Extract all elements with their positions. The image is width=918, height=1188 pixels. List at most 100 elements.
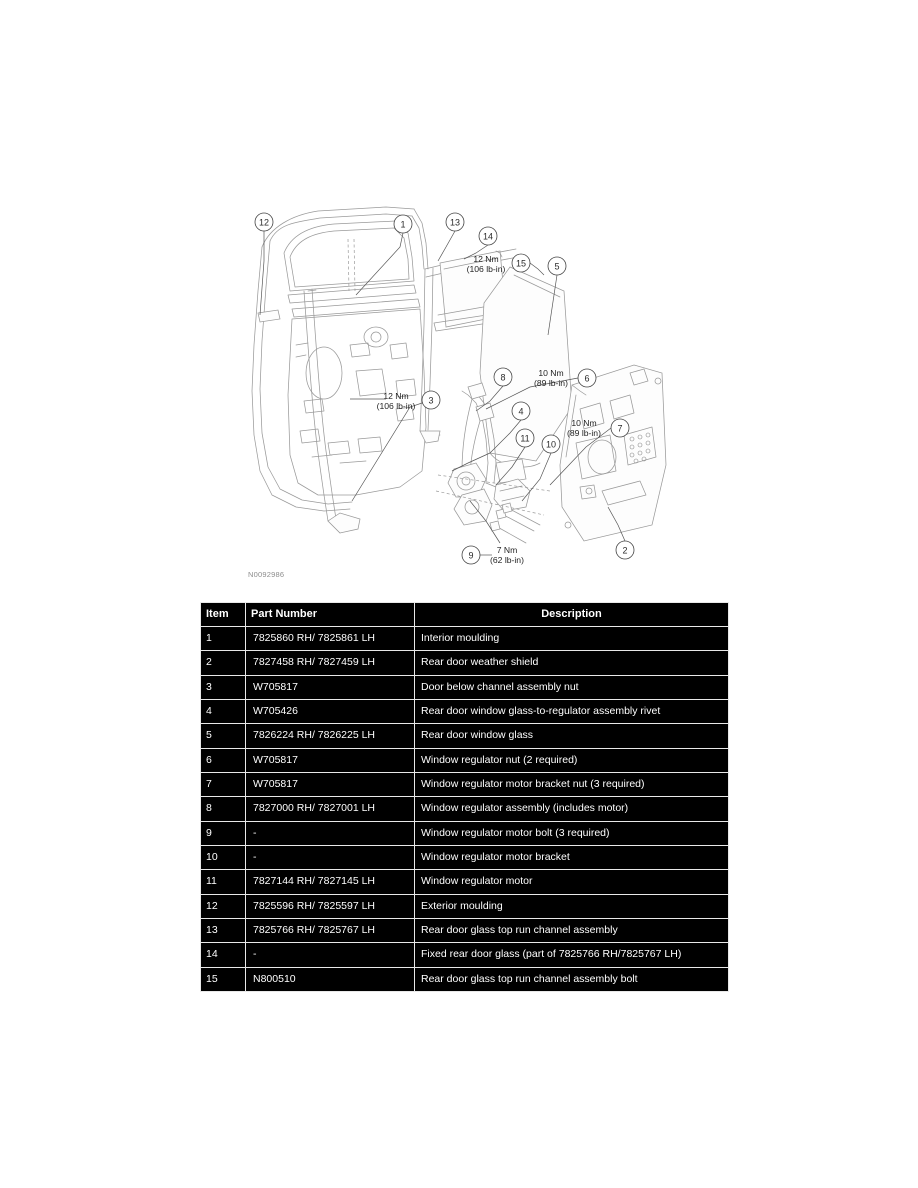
torque-nm: 7 Nm [497, 545, 518, 555]
cell-item: 15 [200, 966, 246, 993]
torque-lbin: (89 lb-in) [567, 428, 601, 438]
callout-13: 13 [445, 212, 465, 232]
cell-item: 12 [200, 893, 246, 919]
run-channel-artwork [303, 288, 361, 534]
cell-item: 6 [200, 747, 246, 773]
cell-part-number: 7827000 RH/ 7827001 LH [245, 796, 415, 822]
callout-number: 8 [500, 373, 505, 383]
weather-shield-artwork [559, 364, 667, 542]
cell-item: 8 [200, 796, 246, 822]
cell-description: Rear door window glass [414, 723, 729, 749]
callout-number: 10 [546, 440, 556, 450]
cell-part-number: - [245, 942, 415, 968]
callout-number: 6 [584, 374, 589, 384]
cell-item: 11 [200, 869, 246, 895]
exploded-view-diagram: 12 Nm (106 lb-in) 12 Nm (106 lb-in) 10 N… [200, 195, 720, 595]
cell-part-number: - [245, 820, 415, 846]
cell-part-number: W705817 [245, 747, 415, 773]
torque-nm: 12 Nm [383, 391, 408, 401]
cell-description: Window regulator assembly (includes moto… [414, 796, 729, 822]
cell-part-number: W705817 [245, 771, 415, 798]
cell-item: 2 [200, 650, 246, 676]
cell-description: Rear door glass top run channel assembly [414, 917, 729, 944]
callout-3: 3 [421, 390, 441, 410]
callout-number: 5 [554, 262, 559, 272]
cell-part-number: W705426 [245, 698, 415, 725]
callout-number: 11 [520, 434, 529, 444]
cell-description: Interior moulding [414, 625, 729, 652]
callout-11: 11 [515, 428, 535, 448]
cell-item: 9 [200, 820, 246, 846]
callout-number: 2 [622, 546, 627, 556]
cell-description: Fixed rear door glass (part of 7825766 R… [414, 942, 729, 968]
cell-description: Rear door window glass-to-regulator asse… [414, 698, 729, 725]
cell-description: Window regulator motor bolt (3 required) [414, 820, 729, 846]
cell-part-number: 7825596 RH/ 7825597 LH [245, 893, 415, 919]
cell-item: 3 [200, 674, 246, 700]
callout-10: 10 [541, 434, 561, 454]
cell-part-number: 7825766 RH/ 7825767 LH [245, 917, 415, 944]
callout-number: 12 [259, 218, 269, 228]
table-row: 10-Window regulator motor bracket [200, 844, 729, 871]
callout-8: 8 [493, 367, 513, 387]
callout-number: 14 [483, 232, 493, 242]
header-item: Item [200, 602, 246, 627]
cell-description: Window regulator motor bracket [414, 844, 729, 871]
cell-item: 5 [200, 723, 246, 749]
table-row: 9-Window regulator motor bolt (3 require… [200, 820, 729, 846]
cell-part-number: 7827144 RH/ 7827145 LH [245, 869, 415, 895]
torque-nm: 12 Nm [473, 254, 498, 264]
cell-item: 7 [200, 771, 246, 798]
callout-12: 12 [254, 212, 274, 232]
cell-part-number: N800510 [245, 966, 415, 993]
torque-lbin: (106 lb-in) [467, 264, 506, 274]
torque-labels: 12 Nm (106 lb-in) 12 Nm (106 lb-in) 10 N… [377, 254, 601, 565]
callout-1: 1 [393, 214, 413, 234]
cell-description: Door below channel assembly nut [414, 674, 729, 700]
cell-part-number: 7826224 RH/ 7826225 LH [245, 723, 415, 749]
callout-6: 6 [577, 368, 597, 388]
cell-item: 14 [200, 942, 246, 968]
cell-part-number: - [245, 844, 415, 871]
cell-description: Exterior moulding [414, 893, 729, 919]
callout-number: 13 [450, 218, 460, 228]
cell-part-number: W705817 [245, 674, 415, 700]
table-row: 14-Fixed rear door glass (part of 782576… [200, 942, 729, 968]
cell-item: 13 [200, 917, 246, 944]
cell-part-number: 7825860 RH/ 7825861 LH [245, 625, 415, 652]
callout-7: 7 [610, 418, 630, 438]
callout-14: 14 [478, 226, 498, 246]
cell-description: Window regulator motor [414, 869, 729, 895]
callout-number: 9 [468, 551, 473, 561]
table-header-row: Item Part Number Description [200, 602, 729, 627]
cell-item: 4 [200, 698, 246, 725]
callout-leader-lines [259, 230, 626, 556]
figure-id-label: N0092986 [248, 570, 285, 579]
header-part-number: Part Number [245, 602, 415, 627]
callout-4: 4 [511, 401, 531, 421]
cell-description: Window regulator motor bracket nut (3 re… [414, 771, 729, 798]
callout-9: 9 [461, 545, 481, 565]
cell-description: Rear door glass top run channel assembly… [414, 966, 729, 993]
callout-15: 15 [511, 253, 531, 273]
cell-item: 1 [200, 625, 246, 652]
callout-number: 4 [518, 407, 523, 417]
callout-number: 3 [428, 396, 433, 406]
cell-description: Window regulator nut (2 required) [414, 747, 729, 773]
cell-part-number: 7827458 RH/ 7827459 LH [245, 650, 415, 676]
header-description: Description [414, 602, 729, 627]
door-glass-artwork [479, 266, 573, 484]
